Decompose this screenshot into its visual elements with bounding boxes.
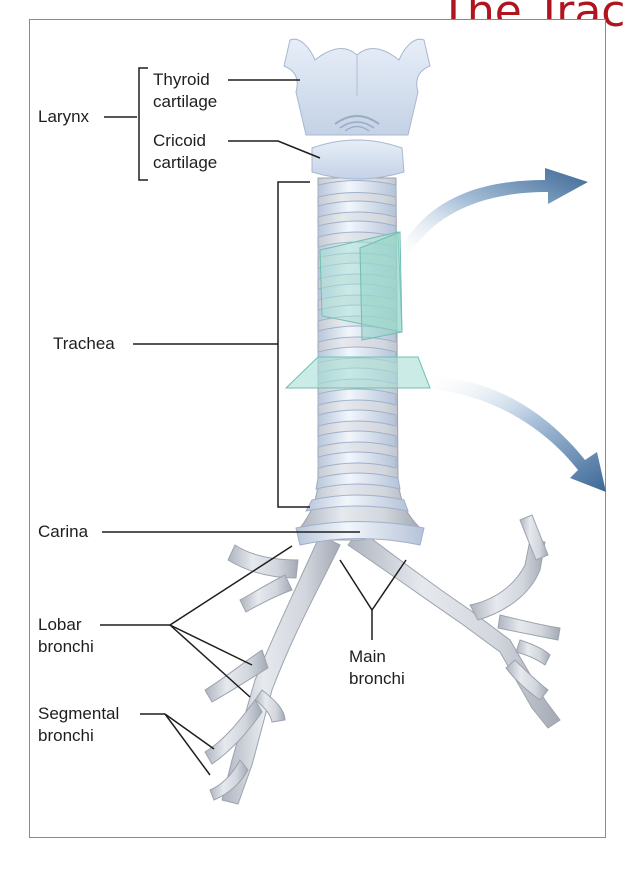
segmental-bronchi-label-line2: bronchi — [38, 726, 94, 745]
trachea-label-text: Trachea — [53, 334, 115, 353]
right-bronchial-tree — [347, 514, 561, 729]
left-bronchial-tree — [204, 534, 341, 805]
carina-label: Carina — [38, 521, 88, 543]
main-bronchi-label-line1: Main — [349, 647, 386, 666]
larynx-label-text: Larynx — [38, 107, 90, 126]
leader-lines — [100, 67, 407, 776]
lobar-bronchi-label-line2: bronchi — [38, 637, 94, 656]
cricoid-cartilage-label-line1: Cricoid — [153, 131, 206, 150]
main-bronchi-label: Main bronchi — [349, 646, 405, 690]
upper-arrow — [395, 168, 588, 262]
cricoid-cartilage-shape — [311, 139, 405, 180]
larynx-label: Larynx — [38, 106, 89, 128]
lobar-bronchi-label: Lobar bronchi — [38, 614, 94, 658]
segmental-bronchi-label-line1: Segmental — [38, 704, 120, 723]
cricoid-cartilage-label: Cricoid cartilage — [153, 130, 217, 174]
trachea-label: Trachea — [53, 333, 115, 355]
longitudinal-section-plane — [319, 231, 403, 341]
cross-section-plane — [284, 356, 431, 389]
carina-label-text: Carina — [38, 522, 89, 541]
thyroid-cartilage-label-line2: cartilage — [153, 92, 218, 111]
lower-arrow — [420, 376, 606, 492]
main-bronchi-label-line2: bronchi — [349, 669, 405, 688]
thyroid-cartilage-shape — [283, 38, 431, 136]
lobar-bronchi-label-line1: Lobar — [38, 615, 82, 634]
cricoid-cartilage-label-line2: cartilage — [153, 153, 218, 172]
segmental-bronchi-label: Segmental bronchi — [38, 703, 119, 747]
thyroid-cartilage-label-line1: Thyroid — [153, 70, 210, 89]
thyroid-cartilage-label: Thyroid cartilage — [153, 69, 217, 113]
